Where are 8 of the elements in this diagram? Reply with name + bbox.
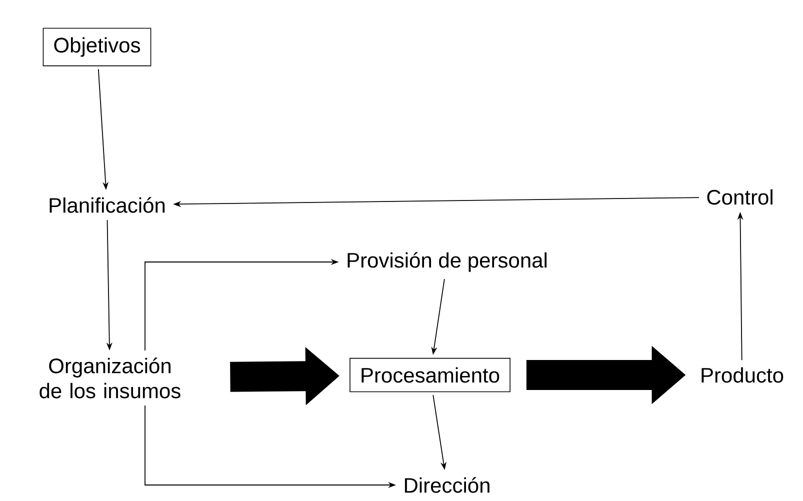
process-box: Objetivos <box>42 28 152 66</box>
process-box: Procesamiento <box>350 358 510 392</box>
node-label: Dirección <box>404 477 490 493</box>
node-label: Planificación <box>50 197 165 213</box>
node-label: Organización de los insumos <box>40 358 180 398</box>
node-label: Producto <box>702 367 784 383</box>
node-label: Control <box>707 189 772 205</box>
node-label: Provisión de personal <box>348 252 547 272</box>
